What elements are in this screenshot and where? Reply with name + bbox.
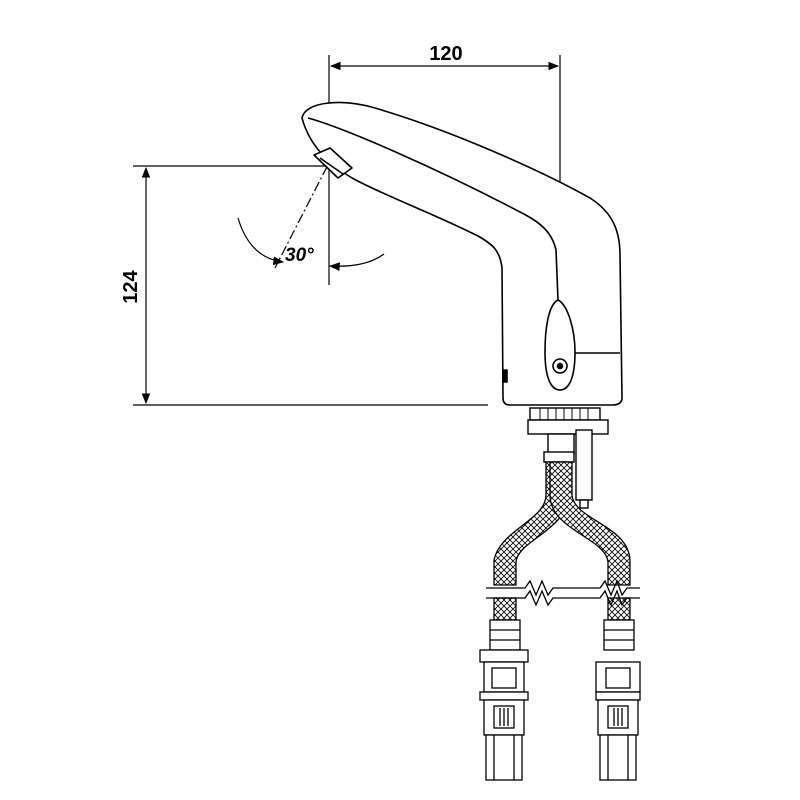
width-dimension-label: 120 xyxy=(429,43,462,65)
aerator-nozzle xyxy=(313,147,353,179)
height-dimension-label: 124 xyxy=(120,269,142,303)
break-symbol xyxy=(486,579,640,607)
mounting-threads xyxy=(539,408,589,420)
rod-end xyxy=(579,499,589,509)
lever-knob-center xyxy=(556,362,564,370)
angle-arc-right xyxy=(328,253,385,271)
spray-axis-line xyxy=(274,117,353,269)
hose-left-lower xyxy=(493,597,517,621)
supply-hoses xyxy=(493,461,631,621)
fitting-right xyxy=(595,619,641,781)
angle-arc xyxy=(237,217,285,266)
fitting-left xyxy=(479,619,529,781)
spout-outline xyxy=(301,101,623,406)
mounting-bolt xyxy=(547,433,575,455)
hose-right-lower xyxy=(607,597,631,621)
spout-crease xyxy=(307,117,559,301)
threaded-rod xyxy=(575,429,593,501)
angle-label: 30° xyxy=(285,245,314,266)
sensor-window xyxy=(502,369,508,383)
aerator-line xyxy=(319,157,344,175)
angle-indicator xyxy=(237,117,385,271)
height-dimension xyxy=(133,165,488,406)
faucet-body xyxy=(301,101,623,406)
hose-right xyxy=(549,461,631,586)
mounting-nut xyxy=(527,419,609,435)
mounting-assembly xyxy=(527,407,609,509)
hose-collar xyxy=(543,451,575,463)
